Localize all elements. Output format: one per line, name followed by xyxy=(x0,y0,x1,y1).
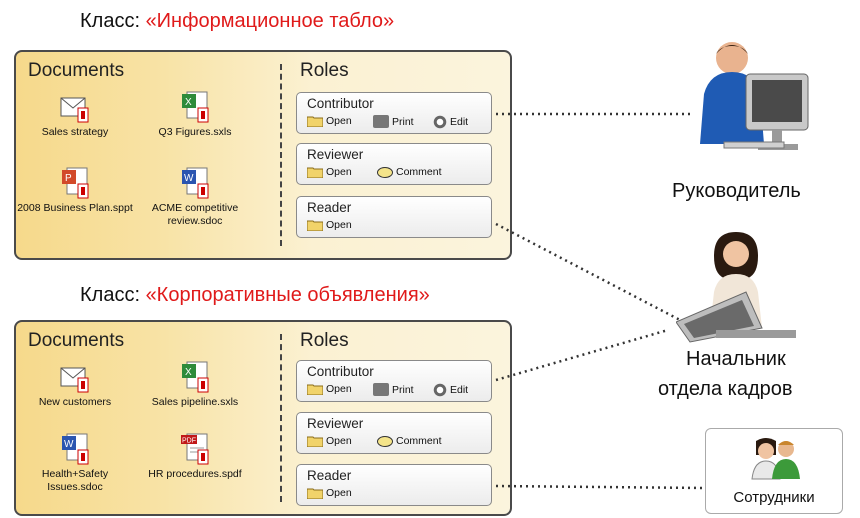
document-label: Health+Safety Issues.sdoc xyxy=(41,468,109,493)
document-label: Sales strategy xyxy=(41,126,109,138)
email-doc-icon xyxy=(58,360,92,394)
role-name: Reviewer xyxy=(307,147,364,162)
perm-print: Print xyxy=(373,115,414,128)
hr-head-label-line2: отдела кадров xyxy=(658,378,793,400)
class-title-1-prefix: Класс: xyxy=(80,10,146,32)
perm-label: Open xyxy=(326,219,352,231)
perm-comment: Comment xyxy=(377,166,442,178)
panel-divider xyxy=(280,334,282,502)
excel-doc-icon: X xyxy=(178,360,212,394)
perm-label: Comment xyxy=(396,435,442,447)
svg-text:W: W xyxy=(184,173,194,184)
role-contributor[interactable]: Contributor Open Print Edit xyxy=(296,360,492,402)
svg-text:X: X xyxy=(185,97,192,108)
document-label: New customers xyxy=(38,396,112,408)
word-doc-icon: W xyxy=(58,432,92,466)
roles-header: Roles xyxy=(300,60,349,81)
employees-box: Сотрудники xyxy=(705,428,843,514)
perm-label: Open xyxy=(326,435,352,447)
role-name: Reader xyxy=(307,200,352,215)
role-reviewer[interactable]: Reviewer Open Comment xyxy=(296,143,492,185)
class-title-2-name: «Корпоративные объявления» xyxy=(145,284,430,306)
perm-comment: Comment xyxy=(377,435,442,447)
document-item[interactable]: X Q3 Figures.sxls xyxy=(136,90,254,139)
document-item[interactable]: X Sales pipeline.sxls xyxy=(136,360,254,409)
perm-edit: Edit xyxy=(433,383,468,397)
hr-head-label-line1: Начальник xyxy=(686,348,786,370)
email-doc-icon xyxy=(58,90,92,124)
powerpoint-doc-icon: P xyxy=(58,166,92,200)
document-label: HR procedures.spdf xyxy=(148,468,242,480)
gear-icon xyxy=(433,115,447,129)
document-item[interactable]: New customers xyxy=(16,360,134,409)
perm-open: Open xyxy=(306,166,352,179)
document-item[interactable]: P 2008 Business Plan.sppt xyxy=(16,166,134,215)
svg-text:W: W xyxy=(64,439,74,450)
employees-label: Сотрудники xyxy=(733,489,815,506)
perm-label: Edit xyxy=(450,116,469,128)
document-label: Q3 Figures.sxls xyxy=(158,126,232,138)
perm-label: Open xyxy=(326,115,352,127)
class-title-2: Класс: «Корпоративные объявления» xyxy=(80,284,430,307)
word-doc-icon: W xyxy=(178,166,212,200)
class-title-2-prefix: Класс: xyxy=(80,284,146,306)
perm-open: Open xyxy=(306,219,352,232)
document-item[interactable]: Sales strategy xyxy=(16,90,134,139)
role-contributor[interactable]: Contributor Open Print Edit xyxy=(296,92,492,134)
role-name: Contributor xyxy=(307,96,374,111)
perm-label: Open xyxy=(326,487,352,499)
role-reader[interactable]: Reader Open xyxy=(296,464,492,506)
document-label: ACME competitive review.sdoc xyxy=(151,202,239,227)
perm-label: Comment xyxy=(396,166,442,178)
document-label: Sales pipeline.sxls xyxy=(151,396,239,408)
comment-icon xyxy=(377,166,393,178)
roles-header: Roles xyxy=(300,330,349,351)
role-name: Contributor xyxy=(307,364,374,379)
connector-line xyxy=(495,484,705,490)
perm-open: Open xyxy=(306,383,352,396)
gear-icon xyxy=(433,383,447,397)
documents-header: Documents xyxy=(28,60,125,81)
manager-icon xyxy=(694,34,824,179)
hr-head-icon xyxy=(675,226,806,351)
perm-print: Print xyxy=(373,383,414,396)
panel-divider xyxy=(280,64,282,246)
perm-open: Open xyxy=(306,115,352,128)
perm-open: Open xyxy=(306,487,352,500)
class-title-1: Класс: «Информационное табло» xyxy=(80,10,394,33)
perm-edit: Edit xyxy=(433,115,468,129)
documents-header: Documents xyxy=(28,330,125,351)
connector-line xyxy=(495,328,669,382)
svg-text:P: P xyxy=(65,173,72,184)
perm-label: Print xyxy=(392,115,414,128)
pdf-doc-icon: PDF xyxy=(178,432,212,466)
comment-icon xyxy=(377,435,393,447)
perm-label: Open xyxy=(326,166,352,178)
excel-doc-icon: X xyxy=(178,90,212,124)
document-label: 2008 Business Plan.sppt xyxy=(17,202,133,214)
svg-text:X: X xyxy=(185,367,192,378)
printer-icon xyxy=(373,383,389,396)
perm-label: Open xyxy=(326,383,352,395)
role-name: Reviewer xyxy=(307,416,364,431)
role-reader[interactable]: Reader Open xyxy=(296,196,492,238)
manager-label: Руководитель xyxy=(672,180,801,202)
document-item[interactable]: PDF HR procedures.spdf xyxy=(136,432,254,481)
perm-open: Open xyxy=(306,435,352,448)
role-reviewer[interactable]: Reviewer Open Comment xyxy=(296,412,492,454)
document-item[interactable]: W Health+Safety Issues.sdoc xyxy=(16,432,134,494)
perm-label: Print xyxy=(392,383,414,396)
svg-text:PDF: PDF xyxy=(182,438,196,445)
employees-icon xyxy=(748,435,804,486)
printer-icon xyxy=(373,115,389,128)
document-item[interactable]: W ACME competitive review.sdoc xyxy=(136,166,254,228)
class-title-1-name: «Информационное табло» xyxy=(145,10,395,32)
connector-line xyxy=(495,222,681,322)
role-name: Reader xyxy=(307,468,352,483)
perm-label: Edit xyxy=(450,384,469,396)
